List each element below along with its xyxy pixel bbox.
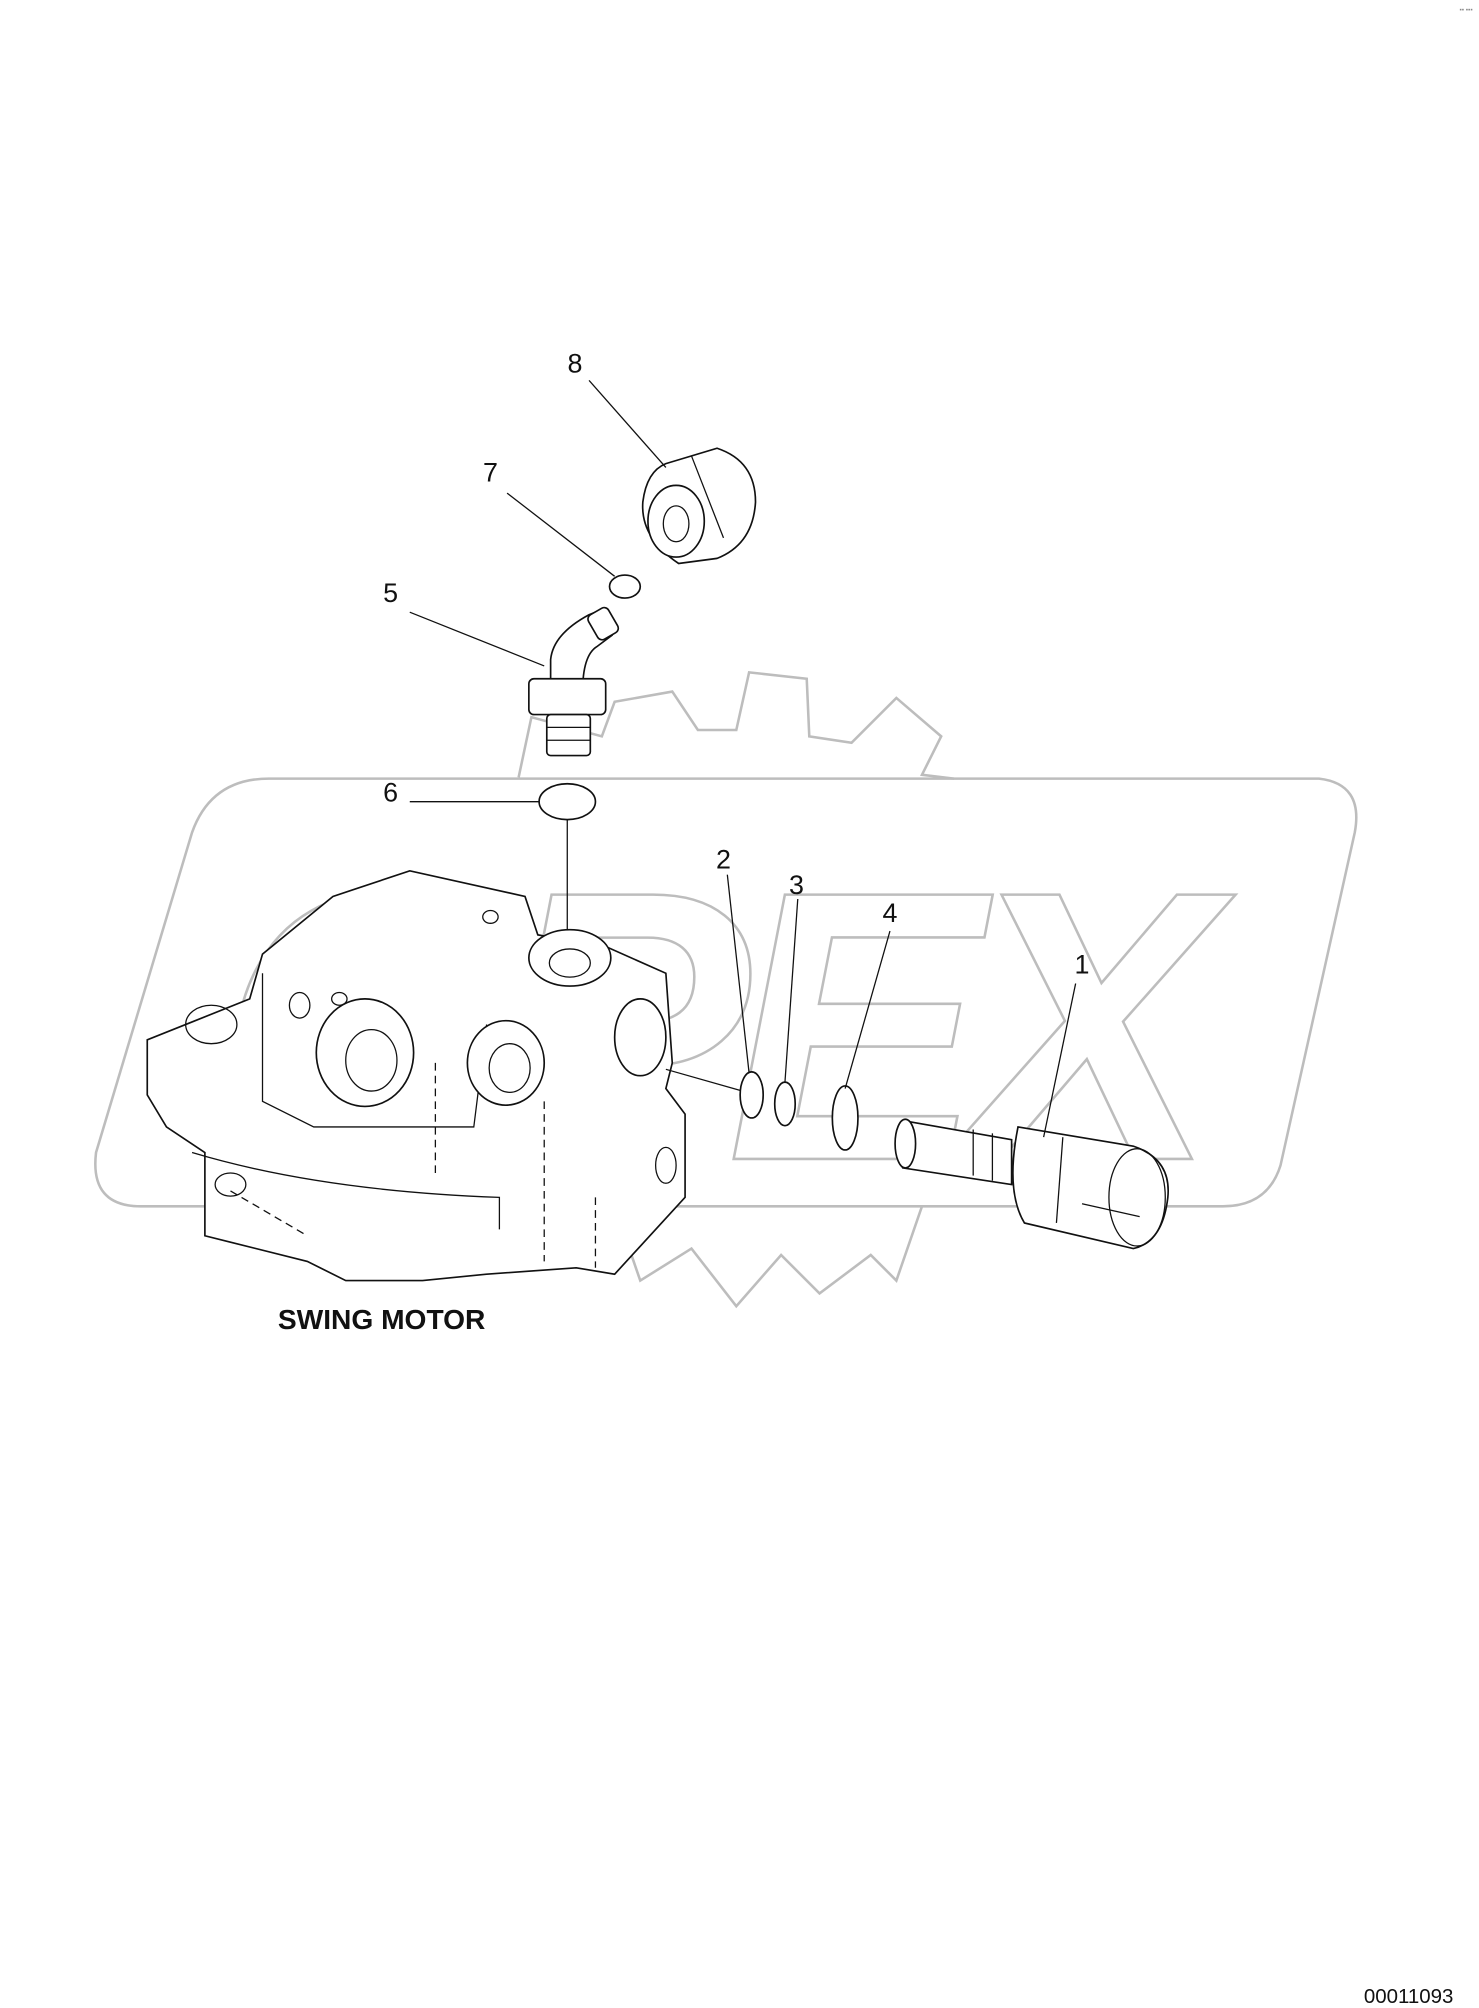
callout-2: 2 [716, 844, 731, 874]
part-4-o-ring [831, 1085, 859, 1151]
drawing-number: 00011093 [1364, 1985, 1454, 2008]
callout-1: 1 [1075, 949, 1090, 979]
part-2-o-ring [739, 1071, 765, 1119]
part-7-o-ring [608, 574, 642, 599]
part-3-o-ring [773, 1081, 797, 1127]
assembly-caption: SWING MOTOR [278, 1303, 486, 1335]
callout-5: 5 [383, 578, 398, 608]
callout-7: 7 [483, 458, 498, 488]
callout-4: 4 [882, 898, 897, 928]
part-8-nut [641, 447, 757, 565]
callout-3: 3 [789, 870, 804, 900]
part-5-elbow-fitting [528, 606, 620, 757]
callout-8: 8 [567, 349, 582, 379]
callout-6: 6 [383, 778, 398, 808]
swing-motor-housing [146, 869, 743, 1282]
part-6-o-ring [538, 782, 597, 821]
corner-mark: ▪▪ ▪▪▪ [1459, 7, 1472, 14]
part-1-valve-cartridge [894, 1118, 1169, 1250]
